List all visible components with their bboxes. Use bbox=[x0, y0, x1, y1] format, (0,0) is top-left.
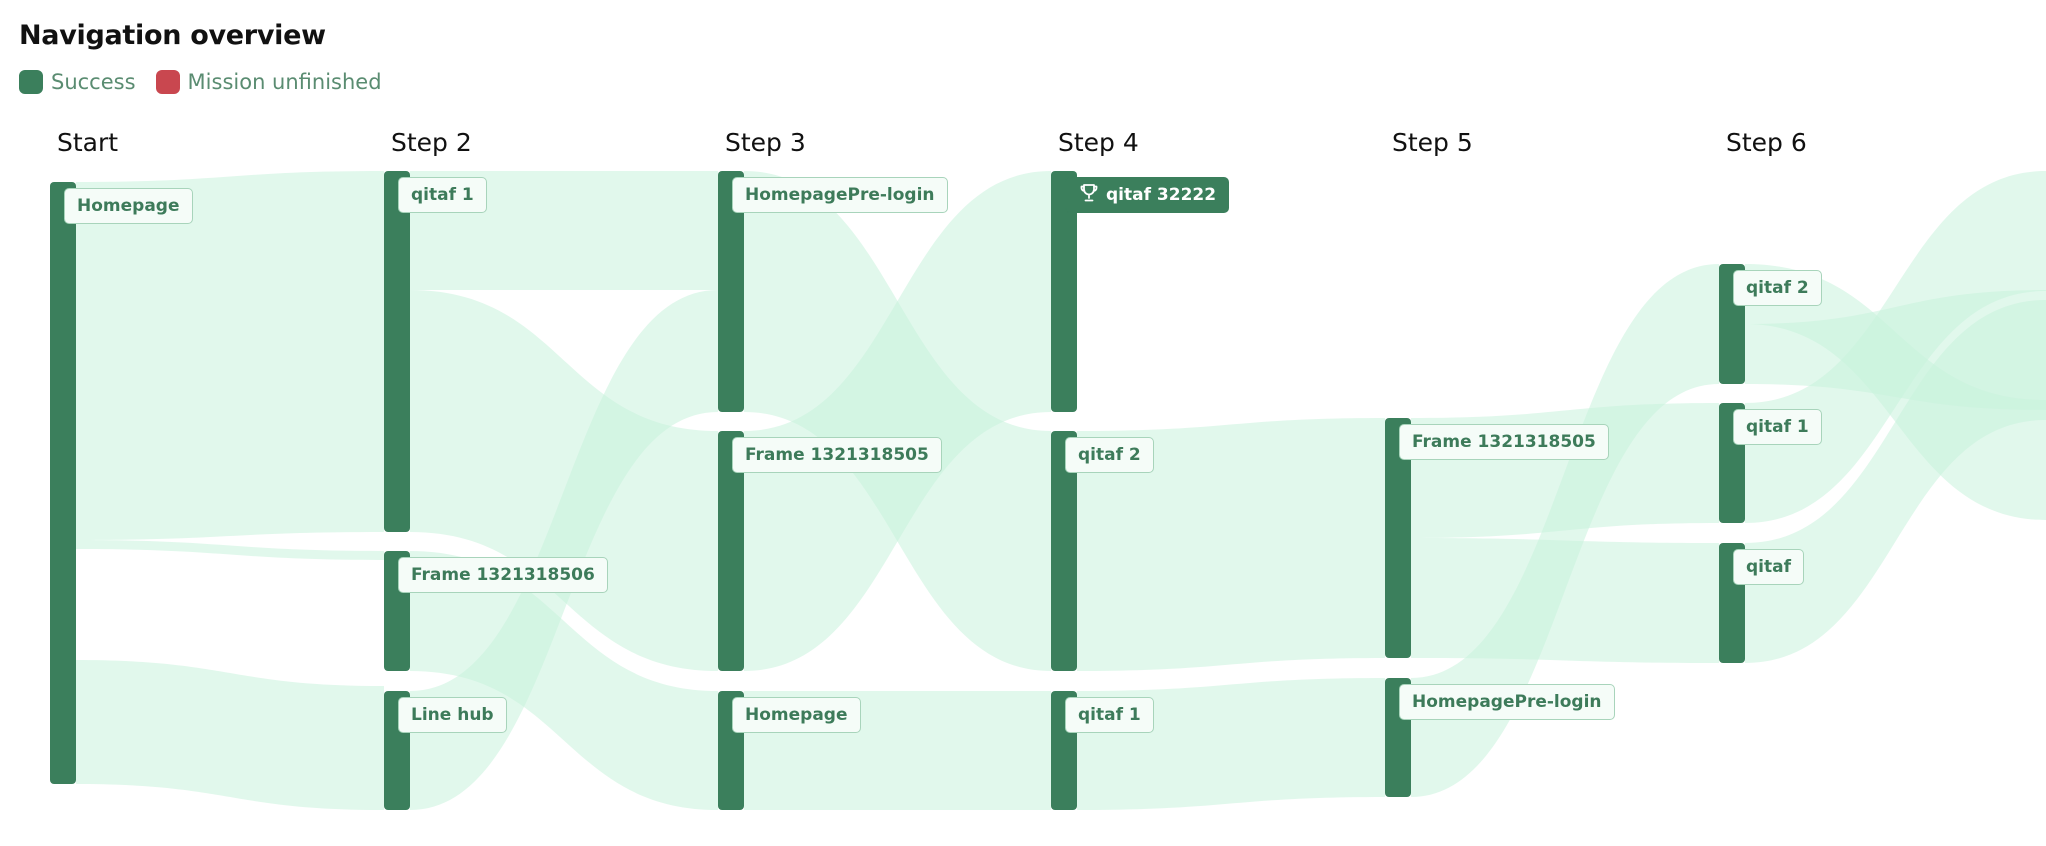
node-bar-s3-homepageprelogin[interactable] bbox=[718, 171, 744, 412]
step-header-start: Start bbox=[57, 128, 119, 157]
node-label-s6-qitaf1[interactable]: qitaf 1 bbox=[1733, 409, 1822, 445]
node-label-text: HomepagePre-login bbox=[745, 185, 935, 205]
node-bar-s1-homepage[interactable] bbox=[50, 182, 76, 784]
flow-link bbox=[1077, 678, 1385, 810]
node-label-s3-homepage[interactable]: Homepage bbox=[732, 697, 861, 733]
legend-label-mission-unfinished: Mission unfinished bbox=[187, 70, 382, 94]
node-label-s3-frame1321318505[interactable]: Frame 1321318505 bbox=[732, 437, 942, 473]
node-label-text: qitaf 32222 bbox=[1106, 185, 1217, 205]
node-label-text: qitaf 1 bbox=[411, 185, 474, 205]
node-label-s6-qitaf[interactable]: qitaf bbox=[1733, 549, 1804, 585]
flow-link bbox=[744, 171, 1051, 671]
flow-link bbox=[1745, 300, 2046, 663]
trophy-icon bbox=[1080, 180, 1098, 214]
flow-link bbox=[410, 551, 718, 810]
legend-label-success: Success bbox=[51, 70, 136, 94]
links-layer bbox=[76, 171, 2046, 810]
node-label-text: qitaf 1 bbox=[1078, 705, 1141, 725]
node-bar-s4-qitaf32222[interactable] bbox=[1051, 171, 1077, 412]
step-header-step-6: Step 6 bbox=[1726, 128, 1807, 157]
flow-link bbox=[76, 171, 384, 540]
step-header-step-4: Step 4 bbox=[1058, 128, 1139, 157]
legend: Success Mission unfinished bbox=[19, 70, 402, 94]
node-label-s3-homepageprelogin[interactable]: HomepagePre-login bbox=[732, 177, 948, 213]
step-header-step-5: Step 5 bbox=[1392, 128, 1473, 157]
node-label-s1-homepage[interactable]: Homepage bbox=[64, 188, 193, 224]
node-label-s6-qitaf2[interactable]: qitaf 2 bbox=[1733, 270, 1822, 306]
node-label-s4-qitaf32222[interactable]: qitaf 32222 bbox=[1065, 177, 1230, 214]
flow-link bbox=[76, 660, 384, 810]
node-label-text: HomepagePre-login bbox=[1412, 692, 1602, 712]
node-bar-s3-frame1321318505[interactable] bbox=[718, 431, 744, 671]
legend-swatch-success bbox=[19, 70, 43, 94]
node-label-s5-frame1321318505[interactable]: Frame 1321318505 bbox=[1399, 424, 1609, 460]
node-label-s4-qitaf1[interactable]: qitaf 1 bbox=[1065, 697, 1154, 733]
legend-swatch-mission-unfinished bbox=[155, 70, 180, 94]
node-label-text: Homepage bbox=[77, 196, 180, 216]
step-header-step-3: Step 3 bbox=[725, 128, 806, 157]
legend-item-mission-unfinished: Mission unfinished bbox=[155, 70, 382, 94]
node-label-text: Homepage bbox=[745, 705, 848, 725]
node-label-text: Line hub bbox=[411, 705, 494, 725]
node-label-text: qitaf 1 bbox=[1746, 417, 1809, 437]
node-label-s4-qitaf2[interactable]: qitaf 2 bbox=[1065, 437, 1154, 473]
node-label-text: Frame 1321318505 bbox=[1412, 432, 1596, 452]
node-bar-s2-qitaf1[interactable] bbox=[384, 171, 410, 532]
chart-title: Navigation overview bbox=[19, 20, 326, 51]
node-label-text: qitaf bbox=[1746, 557, 1791, 577]
node-label-text: Frame 1321318505 bbox=[745, 445, 929, 465]
node-label-text: Frame 1321318506 bbox=[411, 565, 595, 585]
node-label-s2-linehub[interactable]: Line hub bbox=[398, 697, 507, 733]
flow-link bbox=[1077, 418, 1385, 671]
flow-link bbox=[76, 540, 384, 560]
flow-link bbox=[1411, 264, 1719, 797]
flow-link bbox=[410, 290, 718, 671]
flow-link bbox=[1411, 538, 1719, 663]
legend-item-success: Success bbox=[19, 70, 136, 94]
node-label-text: qitaf 2 bbox=[1078, 445, 1141, 465]
node-label-s5-homepageprelogin[interactable]: HomepagePre-login bbox=[1399, 684, 1615, 720]
flow-link bbox=[410, 290, 718, 810]
node-bar-s5-frame1321318505[interactable] bbox=[1385, 418, 1411, 658]
node-label-s2-frame1321318506[interactable]: Frame 1321318506 bbox=[398, 557, 608, 593]
node-bar-s4-qitaf2[interactable] bbox=[1051, 431, 1077, 671]
step-header-step-2: Step 2 bbox=[391, 128, 472, 157]
node-label-s2-qitaf1[interactable]: qitaf 1 bbox=[398, 177, 487, 213]
node-label-text: qitaf 2 bbox=[1746, 278, 1809, 298]
flow-link bbox=[410, 171, 718, 290]
